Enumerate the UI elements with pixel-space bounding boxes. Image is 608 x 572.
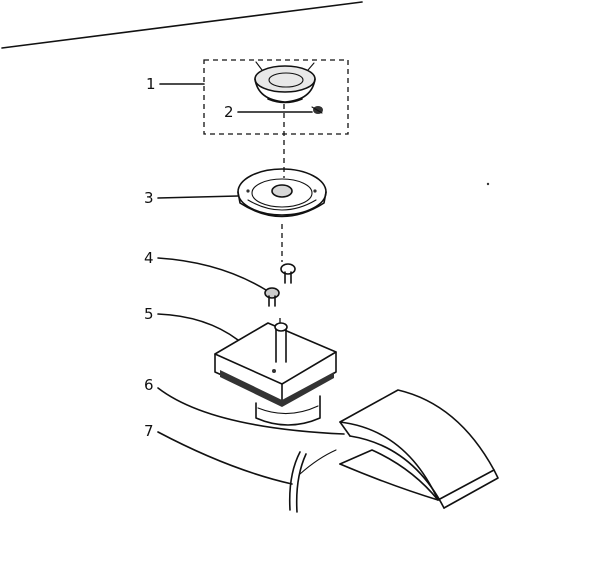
part-1-dashed-box <box>203 59 349 135</box>
part-4-screws <box>264 263 296 307</box>
leader-4 <box>157 257 267 291</box>
stray-mark <box>486 182 490 186</box>
leader-3 <box>157 195 239 199</box>
part-3-pulley <box>237 168 327 218</box>
top-border-line <box>1 1 363 49</box>
leader-7 <box>157 431 293 485</box>
callout-1: 1 <box>146 75 156 93</box>
part-2-screw <box>311 106 323 114</box>
callout-5: 5 <box>144 305 154 323</box>
part-7-tube <box>288 449 337 513</box>
part-5-motor-housing <box>214 322 337 407</box>
callout-2: 2 <box>224 103 234 121</box>
part-6-duct-flap <box>339 389 499 509</box>
leader-6 <box>157 387 345 435</box>
callout-4: 4 <box>144 249 154 267</box>
callout-3: 3 <box>144 189 154 207</box>
part-6-motor-body <box>255 395 321 426</box>
leader-5 <box>157 313 239 341</box>
part-1-bulb <box>254 61 316 104</box>
callout-6: 6 <box>144 376 154 394</box>
callout-7: 7 <box>144 422 154 440</box>
